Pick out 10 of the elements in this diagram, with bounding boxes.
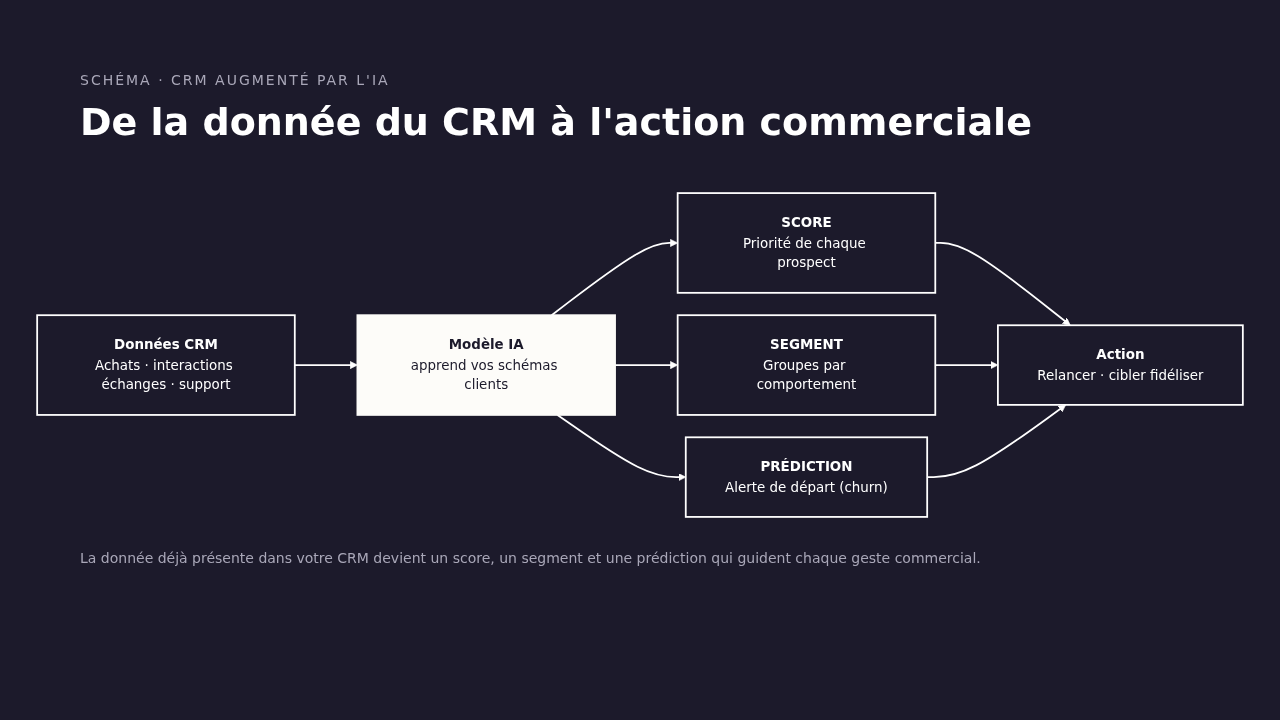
node-box: Action Relancer · cibler fidéliser: [997, 324, 1244, 406]
arrow: [550, 239, 678, 317]
caption: La donnée déjà présente dans votre CRM devient un score, un segment et une prédiction qui guident chaque geste commercial.: [80, 550, 981, 566]
node-box: SCORE Priorité de chaque prospect: [676, 192, 937, 294]
title: De la donnée du CRM à l'action commerciale: [80, 100, 1032, 144]
node-box: SEGMENT Groupes par comportement: [676, 314, 937, 416]
node-box: Modèle IA apprend vos schémas clients: [356, 314, 616, 416]
node-box: Données CRM Achats · interactions échanges · support: [36, 314, 296, 416]
node-box: PRÉDICTION Alerte de départ (churn): [684, 436, 929, 518]
kicker-label: SCHÉMA · CRM AUGMENTÉ PAR L'IA: [80, 72, 390, 88]
